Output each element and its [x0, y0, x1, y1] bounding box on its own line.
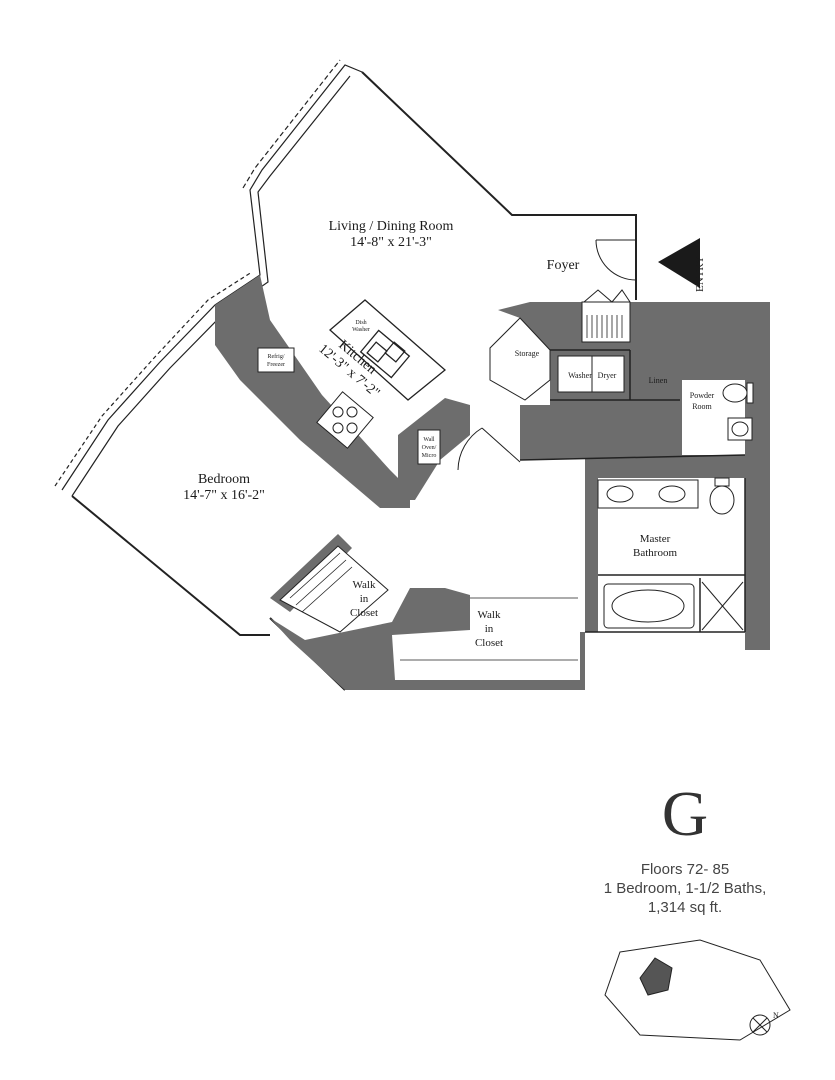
interior-walls: [519, 349, 746, 633]
unit-floors: Floors 72- 85: [640, 861, 730, 878]
living-room-dims: 14'-8" x 21'-3": [350, 235, 432, 250]
washer-dryer: [557, 355, 625, 393]
dishwasher-label-2: Washer: [352, 327, 370, 333]
unit-type: 1 Bedroom, 1-1/2 Baths,: [603, 880, 767, 897]
dryer-label: Dryer: [598, 371, 617, 380]
bedroom-door: [457, 427, 521, 471]
wall-oven-label-3: Micro: [422, 453, 437, 459]
master-bath-label-2: Bathroom: [633, 547, 677, 559]
wall-oven: [417, 429, 441, 465]
closet-2-label-2: in: [485, 623, 494, 635]
entry-door: [595, 239, 637, 300]
linen-label: Linen: [649, 376, 668, 385]
closet-1-label-1: Walk: [353, 579, 376, 591]
unit-area: 1,314 sq ft.: [647, 899, 723, 916]
closet-1-shelving: [279, 545, 389, 633]
dishwasher-label-1: Dish: [355, 320, 366, 326]
coat-closet: [581, 289, 631, 343]
compass-north-label: N: [773, 1011, 779, 1020]
closet-2-shelving: [400, 597, 578, 661]
refrigerator-label-2: Freezer: [267, 362, 285, 368]
refrigerator-label-1: Refrig/: [268, 353, 285, 360]
bedroom-name: Bedroom: [198, 472, 250, 487]
living-room-name: Living / Dining Room: [329, 219, 454, 234]
closet-1-label-2: in: [360, 593, 369, 605]
washer-label: Washer: [568, 371, 592, 380]
closet-2-label-1: Walk: [478, 609, 501, 621]
powder-room-label-1: Powder: [690, 391, 715, 400]
master-bath-fixtures: [597, 477, 744, 631]
master-bath-label-1: Master: [640, 533, 671, 545]
entry-arrow-icon: [658, 238, 700, 288]
coat-closet-hangers: [586, 315, 623, 338]
powder-room-fixtures: [722, 382, 754, 441]
unit-letter: G: [661, 778, 709, 849]
bedroom-dims: 14'-7" x 16'-2": [183, 488, 265, 503]
closet-2-label-3: Closet: [475, 637, 503, 649]
powder-room-label-2: Room: [692, 402, 712, 411]
foyer-label: Foyer: [547, 258, 580, 273]
compass-icon: [749, 1014, 771, 1036]
wall-oven-label-1: Wall: [423, 437, 435, 443]
cooktop: [316, 391, 374, 449]
key-plan: [604, 939, 791, 1041]
storage-label: Storage: [515, 349, 540, 358]
storage-room: [489, 317, 551, 401]
refrigerator: [257, 347, 295, 373]
kitchen-island: [329, 299, 447, 401]
closet-1-label-3: Closet: [350, 607, 378, 619]
unit-info: Floors 72- 85 1 Bedroom, 1-1/2 Baths, 1,…: [560, 860, 810, 917]
wall-oven-label-2: Oven/: [422, 445, 437, 451]
entry-label: ENTRY: [694, 256, 706, 292]
